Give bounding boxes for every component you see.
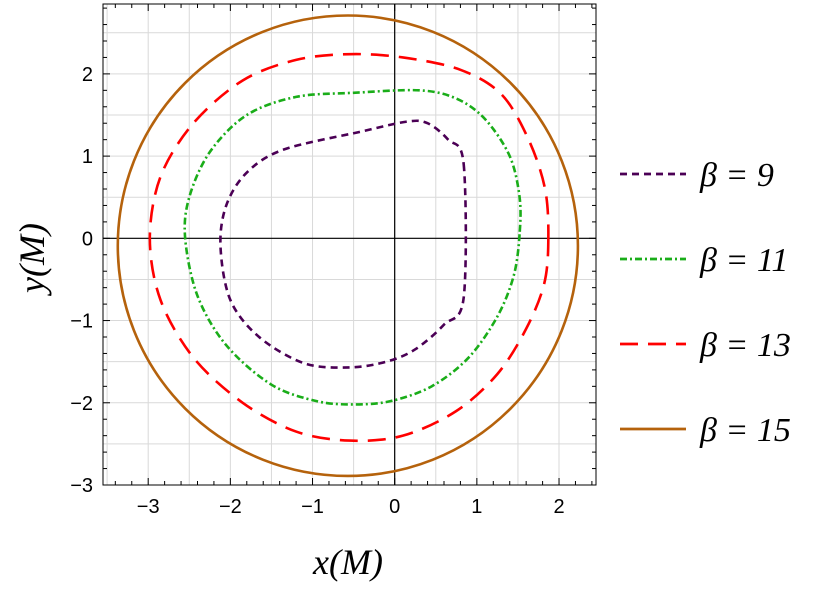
legend: β = 9 β = 11 β = 13 β = 15 bbox=[620, 157, 791, 449]
y-tick-label: 1 bbox=[82, 146, 93, 168]
x-axis-title: x(M) bbox=[312, 542, 383, 582]
series-line-3 bbox=[148, 52, 550, 443]
legend-label-1: β = 9 bbox=[699, 157, 774, 194]
y-tick-label: −3 bbox=[70, 475, 93, 497]
legend-label-4: β = 15 bbox=[699, 412, 791, 449]
legend-label-2: β = 11 bbox=[699, 242, 788, 279]
series-line-1 bbox=[219, 119, 468, 369]
series-lines bbox=[116, 14, 580, 478]
tick-labels: −3 −2 −1 0 1 2 −3 −2 −1 0 1 2 bbox=[70, 64, 564, 518]
axes bbox=[102, 3, 597, 486]
series-line-2 bbox=[183, 88, 522, 406]
x-tick-label: 2 bbox=[553, 496, 564, 518]
x-tick-label: −2 bbox=[219, 496, 242, 518]
x-tick-label: 1 bbox=[471, 496, 482, 518]
plot-frame bbox=[102, 3, 597, 486]
x-tick-label: 0 bbox=[389, 496, 400, 518]
series-line-4 bbox=[116, 14, 580, 478]
y-tick-label: 0 bbox=[82, 228, 93, 250]
y-tick-label: 2 bbox=[82, 64, 93, 86]
x-tick-label: −1 bbox=[301, 496, 324, 518]
x-tick-label: −3 bbox=[137, 496, 160, 518]
y-tick-label: −2 bbox=[70, 393, 93, 415]
legend-label-3: β = 13 bbox=[699, 327, 791, 364]
y-tick-label: −1 bbox=[70, 311, 93, 333]
y-axis-title: y(M) bbox=[12, 223, 52, 296]
grid-lines bbox=[103, 4, 596, 486]
